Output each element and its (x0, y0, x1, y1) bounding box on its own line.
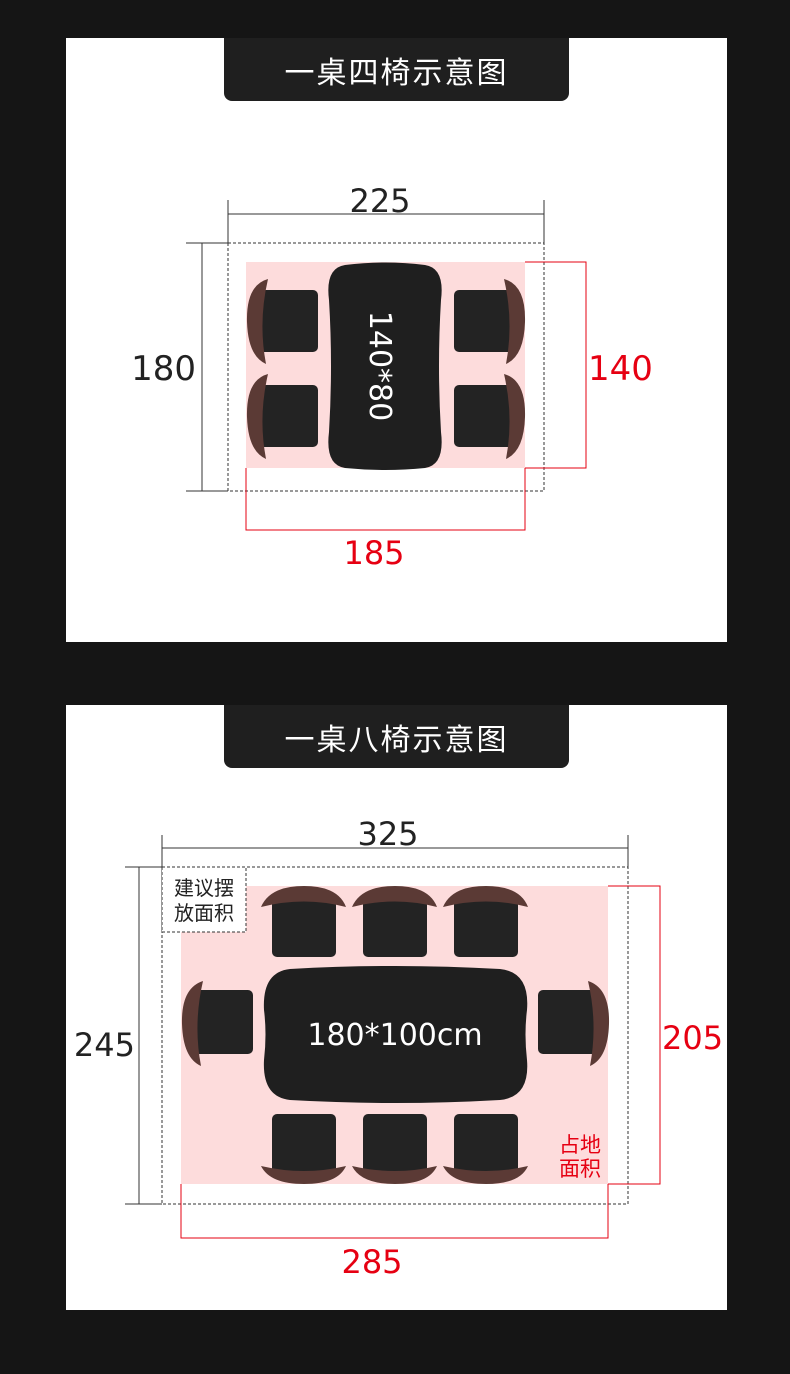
footprint-depth-label: 205 (662, 1019, 723, 1057)
chair (352, 886, 437, 957)
table-size-label: 140*80 (362, 311, 397, 421)
overall-width-label: 225 (349, 182, 410, 220)
dining-table (263, 966, 528, 1103)
footprint-width-label: 185 (343, 534, 404, 572)
footprint-width-dimension (245, 468, 526, 531)
suggested-area-outline (227, 242, 545, 492)
footprint-area-label-line2: 面积 (559, 1157, 601, 1181)
overall-width-dimension (161, 835, 629, 867)
footprint-depth-dimension (608, 885, 661, 1185)
overall-depth-label: 180 (131, 349, 196, 389)
chair (261, 1114, 346, 1184)
overall-depth-dimension (125, 866, 162, 1205)
overall-width-label: 325 (357, 815, 418, 853)
footprint-width-label: 285 (341, 1243, 402, 1281)
chair (443, 886, 528, 957)
footprint-area-label-line1: 占地 (559, 1133, 601, 1157)
table-size-label: 180*100cm (307, 1018, 482, 1053)
overall-depth-dimension (186, 242, 228, 492)
chair (181, 981, 253, 1066)
footprint-depth-dimension (525, 261, 587, 469)
diagram-title-four-chairs: 一桌四椅示意图 (224, 38, 569, 101)
overall-width-dimension (227, 200, 545, 243)
chair (246, 279, 318, 364)
chair (246, 374, 318, 459)
suggested-area-label-box (161, 866, 247, 933)
diagram-title-eight-chairs: 一桌八椅示意图 (224, 705, 569, 768)
chair (454, 374, 526, 459)
chair (261, 886, 346, 957)
dining-table (328, 262, 442, 470)
overall-depth-label: 245 (74, 1026, 135, 1064)
footprint-width-dimension (180, 1184, 609, 1239)
suggested-area-outline (161, 866, 629, 1205)
chair (538, 981, 610, 1066)
footprint-depth-label: 140 (588, 349, 653, 389)
chair (454, 279, 526, 364)
suggested-area-label-line1: 建议摆 (174, 876, 234, 900)
suggested-area-label-line2: 放面积 (174, 901, 234, 925)
chair (352, 1114, 437, 1184)
chair (443, 1114, 528, 1184)
